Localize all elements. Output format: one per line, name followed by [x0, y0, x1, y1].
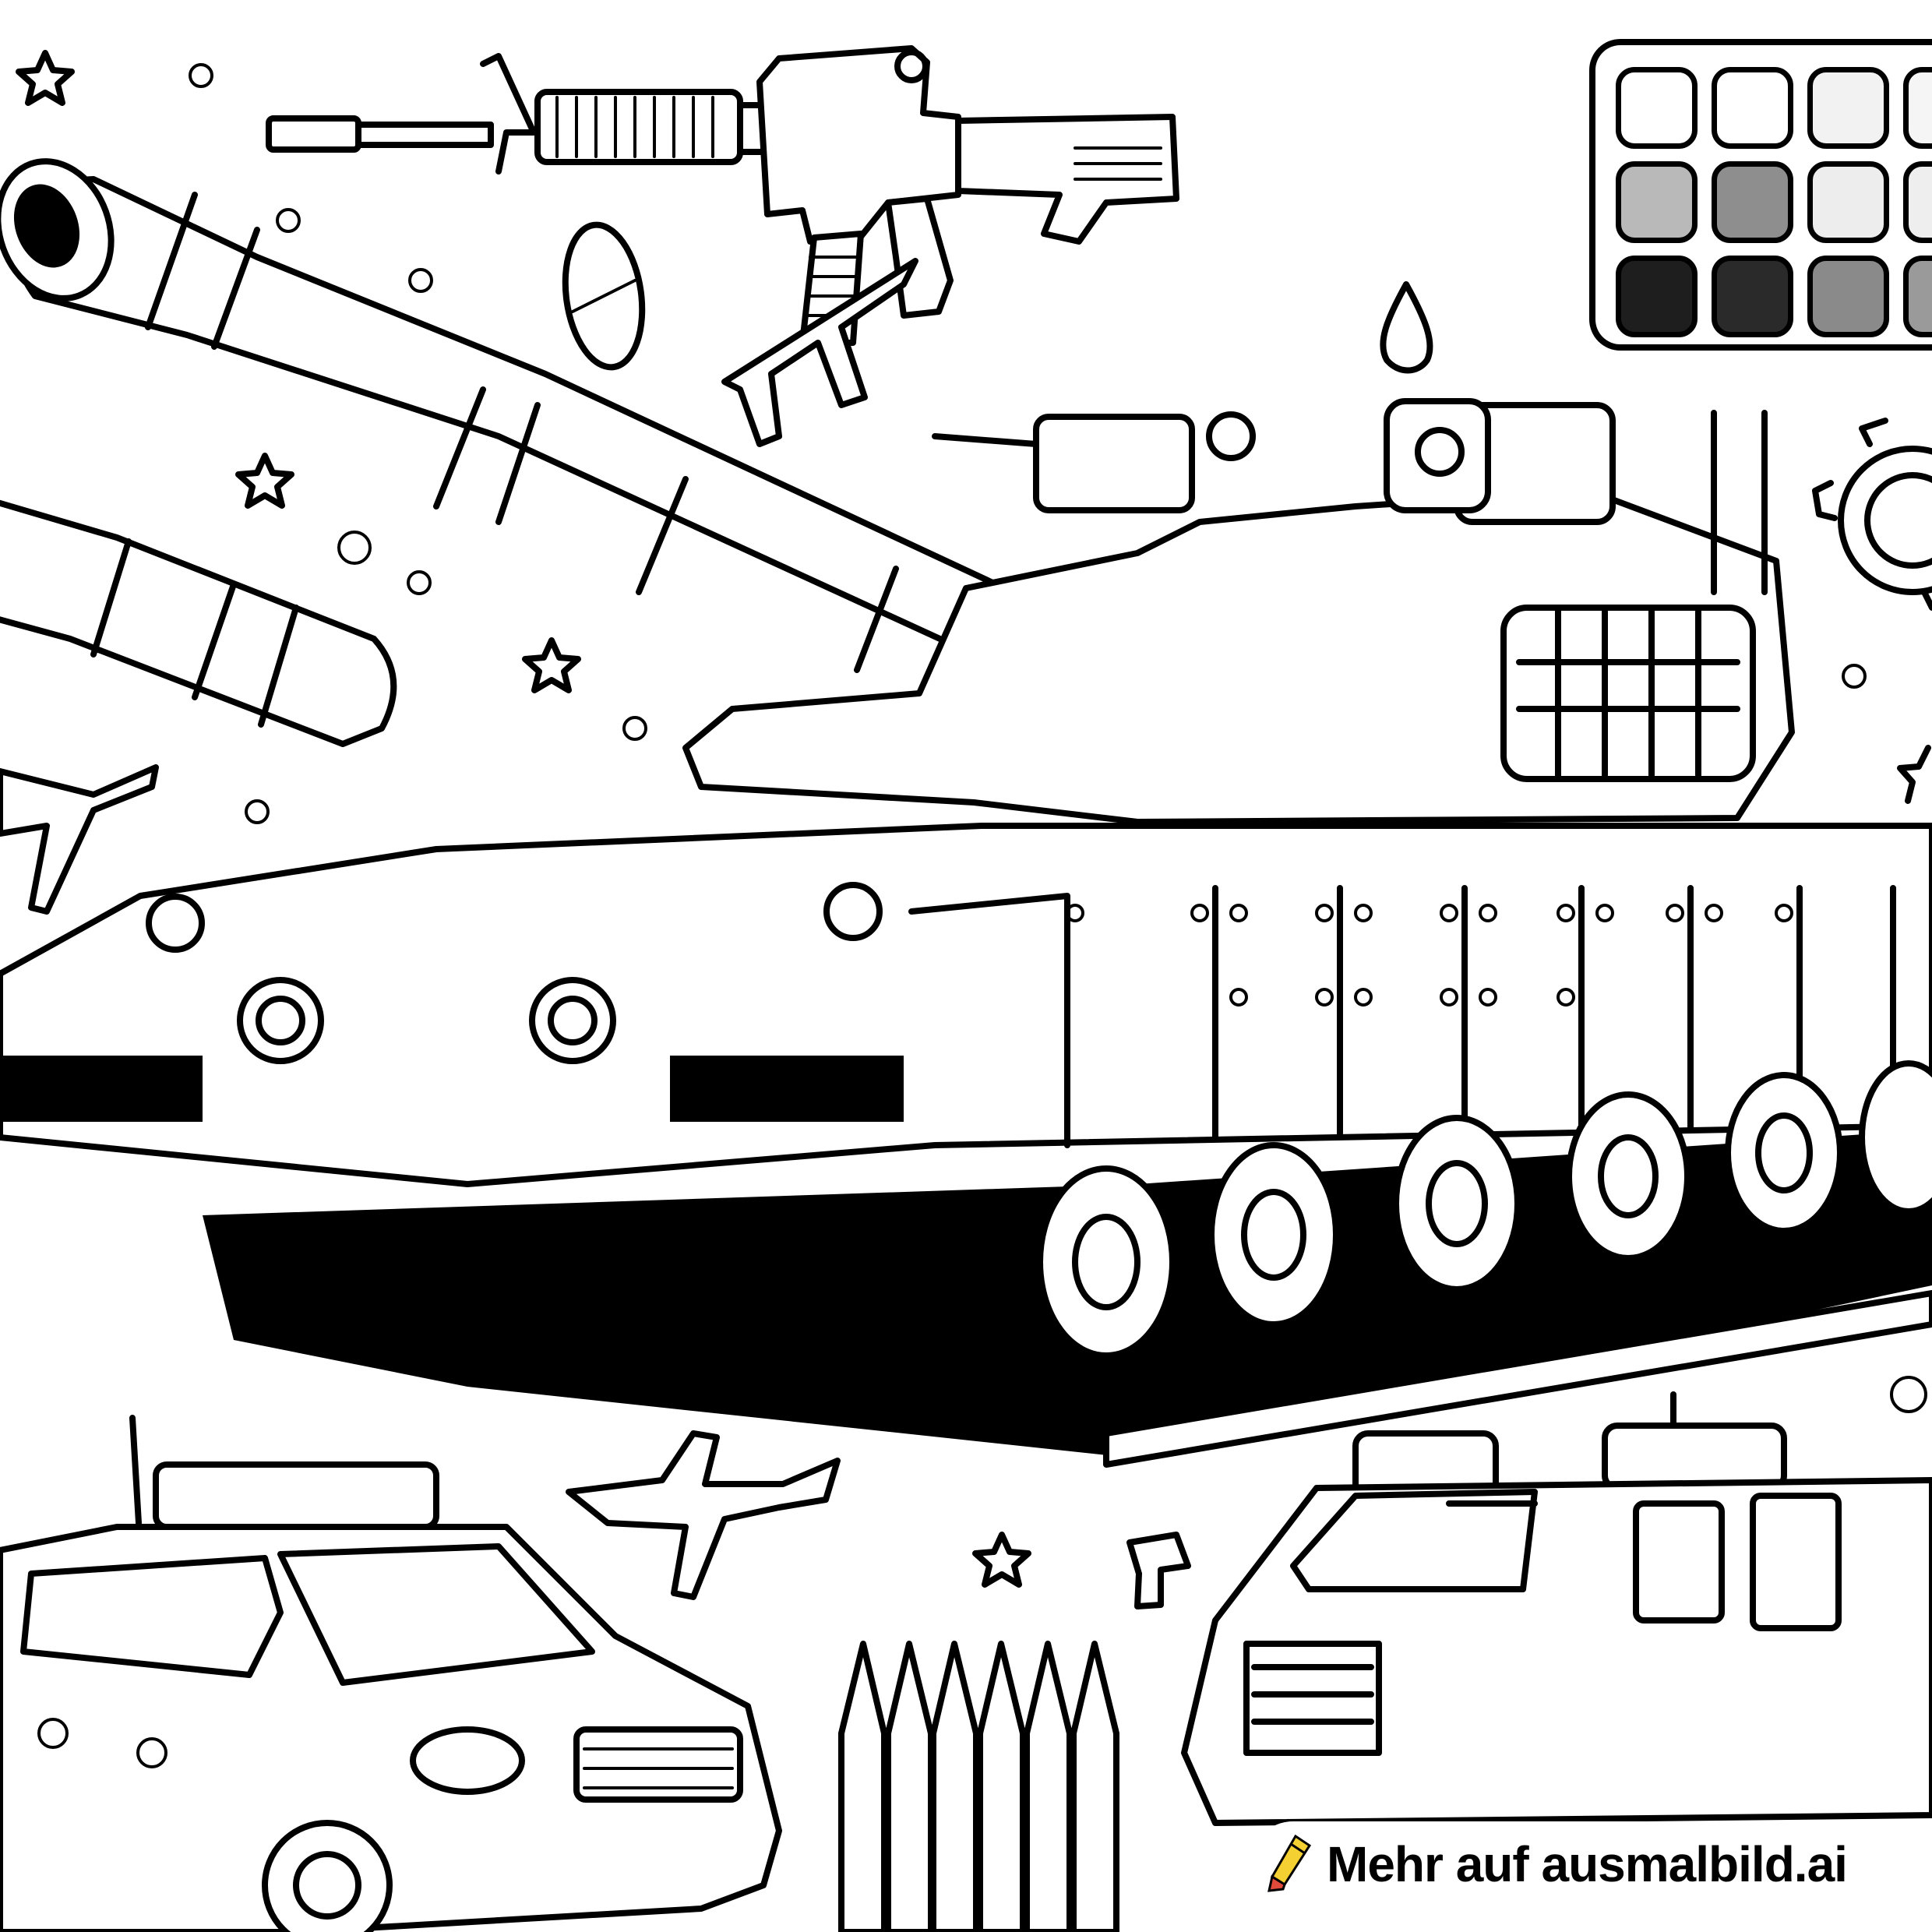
police-suv [0, 1415, 782, 1932]
palette-swatch [1712, 67, 1793, 149]
star-icon [16, 50, 1931, 1588]
gear-emblem-icon [1812, 418, 1932, 611]
palette-swatch [1903, 161, 1932, 243]
crayon-icon [838, 1641, 1119, 1932]
drop-icon [1380, 281, 1433, 374]
armored-suv [1181, 1391, 1932, 1826]
color-palette [1589, 39, 1932, 351]
palette-swatch [1712, 161, 1793, 243]
palette-swatch [1616, 161, 1698, 243]
rugby-ball-icon [562, 221, 646, 371]
tank-turret [682, 398, 1795, 825]
tank-main-cannon [0, 158, 1016, 673]
tank-tracks [203, 1060, 1932, 1468]
palette-swatch [1903, 67, 1932, 149]
palette-swatch [1807, 67, 1889, 149]
fighter-jet-icon [0, 258, 918, 1600]
palette-swatch [1807, 161, 1889, 243]
circle-decoration-icon [189, 63, 1927, 1413]
palette-swatch [1616, 256, 1698, 337]
assault-rifle [266, 45, 1179, 346]
tank-hull [0, 823, 1932, 1187]
palette-swatch [1616, 67, 1698, 149]
palette-swatch [1712, 256, 1793, 337]
palette-swatch [1903, 256, 1932, 337]
watermark-text: Mehr auf ausmalbild.ai [1327, 1836, 1848, 1892]
palette-swatch [1807, 256, 1889, 337]
watermark-badge[interactable]: Mehr auf ausmalbild.ai [1250, 1821, 1897, 1907]
armor-bolt-icon [1066, 904, 1793, 1007]
t-shape-icon [1126, 1532, 1191, 1609]
road-wheel-icon [1037, 1060, 1932, 1359]
cannon-barrel-segment [0, 499, 397, 747]
pencil-icon [1267, 1834, 1312, 1892]
